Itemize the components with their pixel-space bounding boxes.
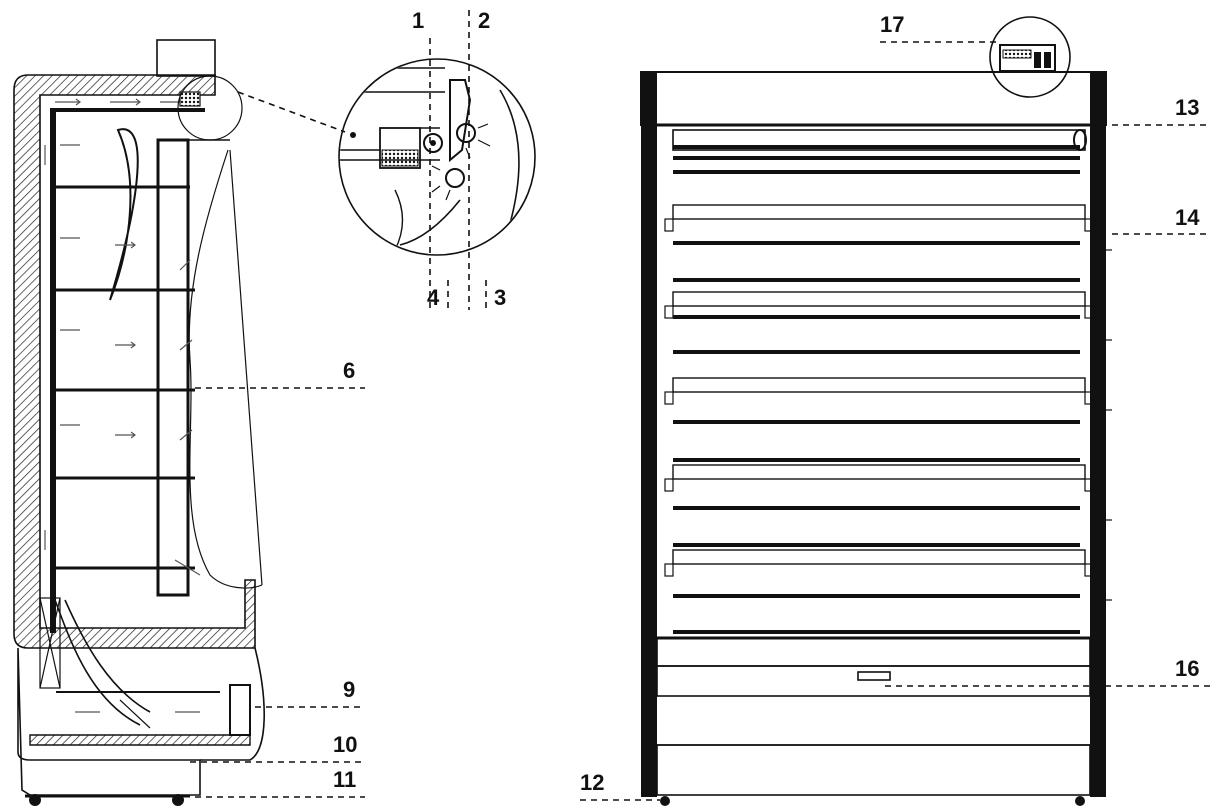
callout-17: 17 — [880, 12, 904, 37]
light-bracket — [449, 79, 472, 163]
controller-box — [999, 44, 1056, 72]
shelf-bracket — [1084, 305, 1094, 319]
front-handle — [857, 671, 891, 681]
callout-16: 16 — [1175, 656, 1199, 681]
shelf-edge — [672, 377, 1086, 393]
shelf-bracket — [1084, 391, 1094, 405]
shelf-bracket — [664, 218, 674, 232]
left-post — [641, 72, 657, 797]
callout-14: 14 — [1175, 205, 1200, 230]
detail-circle-small — [177, 75, 243, 141]
shelf-bracket — [1084, 563, 1094, 577]
drain-basin — [229, 684, 251, 736]
base-panel — [656, 744, 1091, 796]
back-duct-wall — [50, 108, 56, 633]
callout-4: 4 — [427, 285, 440, 310]
light-lamp-upper — [456, 123, 476, 143]
controller-detail-circle — [989, 16, 1071, 98]
callout-2: 2 — [478, 8, 490, 33]
callout-11: 11 — [333, 767, 356, 792]
shelf-bracket — [664, 563, 674, 577]
shelf-bracket — [664, 478, 674, 492]
shelf-edge — [672, 464, 1086, 480]
shelf-edge — [672, 291, 1086, 307]
bottom-tray — [39, 597, 61, 689]
airflow-arrows — [44, 98, 201, 713]
shelf-edge — [672, 549, 1086, 565]
right-post — [1090, 72, 1106, 797]
callout-13: 13 — [1175, 95, 1199, 120]
detail-zoom — [338, 58, 536, 256]
detail-circle-large — [338, 58, 536, 256]
top-compartment — [156, 39, 216, 77]
shelves — [56, 185, 220, 693]
side-section-view — [13, 39, 346, 806]
foot-front-left — [660, 796, 670, 806]
callout-6: 6 — [343, 358, 355, 383]
callout-9: 9 — [343, 677, 355, 702]
shelf-bracket — [664, 391, 674, 405]
shelf-edge — [672, 204, 1086, 220]
foot-front-right — [1075, 796, 1085, 806]
front-view — [640, 16, 1112, 806]
front-inner-panel — [156, 138, 190, 597]
front-shelves — [664, 156, 1094, 634]
fan-component-1 — [423, 133, 443, 153]
callout-1: 1 — [412, 8, 424, 33]
leader-lines — [190, 10, 1210, 801]
shelf-bracket — [1084, 478, 1094, 492]
shelf-bracket — [1084, 218, 1094, 232]
air-curtain-profile — [188, 149, 263, 589]
light-lamp-lower — [445, 168, 465, 188]
base-hatch — [29, 734, 251, 746]
callout-3: 3 — [494, 285, 506, 310]
callout-10: 10 — [333, 732, 357, 757]
bottom-deck — [656, 637, 1091, 667]
kickplate — [656, 665, 1091, 697]
insulated-shell — [13, 74, 256, 649]
shelf-bracket — [664, 305, 674, 319]
callout-12: 12 — [580, 770, 604, 795]
canopy — [640, 71, 1107, 126]
callout-labels: 1 2 4 3 6 9 10 11 12 13 14 16 17 — [333, 8, 1200, 795]
